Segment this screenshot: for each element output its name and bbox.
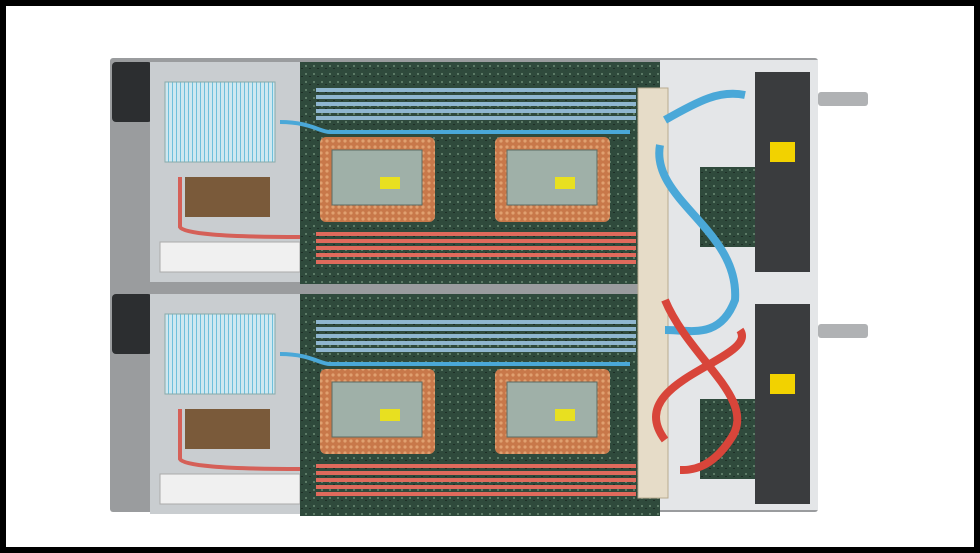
blue-coolant-hose xyxy=(655,89,746,336)
coolant-outlet-pipe xyxy=(178,177,301,239)
dimm-slot xyxy=(316,348,636,352)
storage-heatsink xyxy=(164,313,276,395)
storage-heatsink xyxy=(164,81,276,163)
dimm-slot xyxy=(316,471,636,475)
cpu-label xyxy=(380,409,400,421)
dimm-slot xyxy=(316,341,636,345)
quick-disconnect-fitting xyxy=(818,92,868,106)
front-handle xyxy=(112,294,152,354)
cpu-package xyxy=(331,149,423,206)
dimm-slot xyxy=(316,485,636,489)
coolant-inlet-pipe xyxy=(279,352,630,366)
coolant-outlet-pipe xyxy=(178,409,301,471)
dimm-slot xyxy=(316,320,636,324)
riser-bracket xyxy=(159,241,301,273)
dimm-slot xyxy=(316,464,636,468)
dimm-slot xyxy=(316,260,636,264)
dimm-slot xyxy=(316,109,636,113)
dimm-slot xyxy=(316,492,636,496)
cpu-label xyxy=(555,177,575,189)
cpu-package xyxy=(331,381,423,438)
coolant-inlet-pipe xyxy=(279,120,630,134)
dimm-slot xyxy=(316,95,636,99)
power-module xyxy=(755,304,810,504)
dimm-slot xyxy=(316,116,636,120)
power-module xyxy=(755,72,810,272)
warning-label xyxy=(770,142,795,162)
dimm-slot xyxy=(316,239,636,243)
compute-node-1 xyxy=(112,62,868,284)
cpu-label xyxy=(380,177,400,189)
cpu-label xyxy=(555,409,575,421)
warning-label xyxy=(770,374,795,394)
riser-bracket xyxy=(159,473,301,505)
dimm-slot xyxy=(316,232,636,236)
dimm-slot xyxy=(316,253,636,257)
cpu-package xyxy=(506,149,598,206)
front-handle xyxy=(112,62,152,122)
dimm-slot xyxy=(316,334,636,338)
red-coolant-hose xyxy=(652,298,746,474)
dimm-slot xyxy=(316,478,636,482)
m2-module xyxy=(185,409,270,449)
dimm-slot xyxy=(316,327,636,331)
quick-disconnect-fitting xyxy=(818,324,868,338)
dimm-slot xyxy=(316,88,636,92)
cpu-package xyxy=(506,381,598,438)
dimm-slot xyxy=(316,246,636,250)
dimm-slot xyxy=(316,102,636,106)
m2-module xyxy=(185,177,270,217)
